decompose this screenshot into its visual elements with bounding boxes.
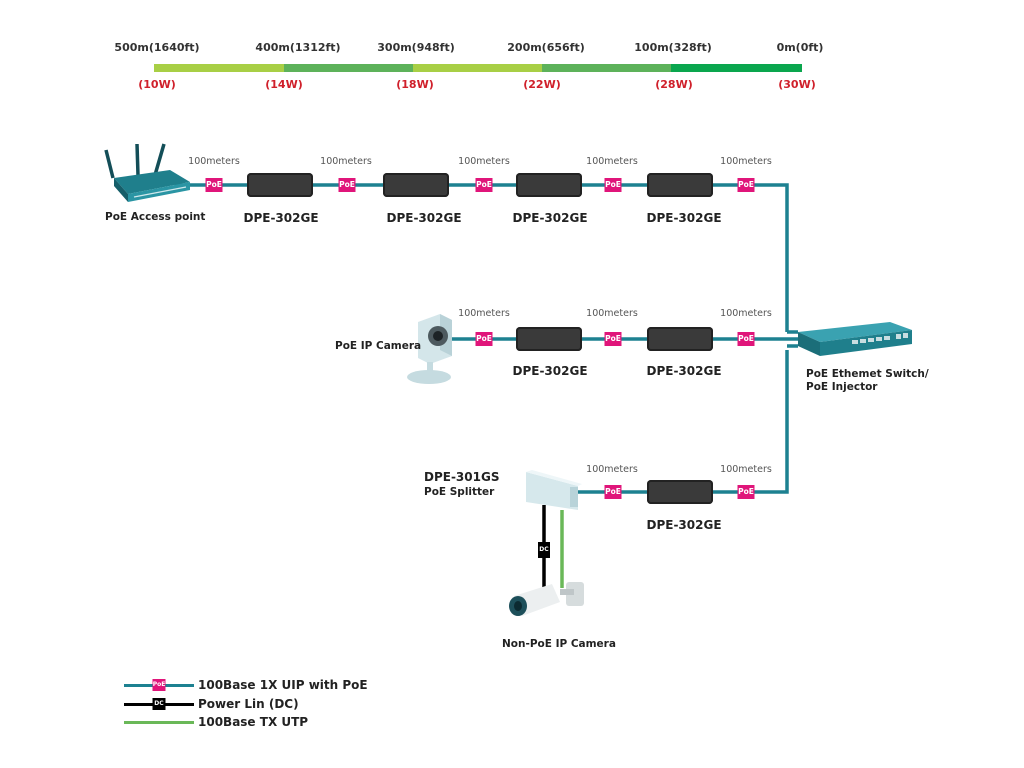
legend-label: Power Lin (DC)	[198, 697, 299, 711]
scale-power-label: (10W)	[138, 78, 176, 91]
scale-power-label: (28W)	[655, 78, 693, 91]
extender-icon	[516, 173, 582, 197]
switch-label-line1: PoE Ethemet Switch/	[806, 368, 929, 380]
scale-distance-label: 200m(656ft)	[507, 41, 585, 54]
scale-segment	[542, 64, 671, 72]
ip-camera-icon	[407, 314, 452, 384]
legend-label: 100Base 1X UIP with PoE	[198, 678, 368, 692]
extender-label: DPE-302GE	[512, 364, 588, 378]
switch-label-line2: PoE Injector	[806, 381, 878, 393]
extender-label: DPE-302GE	[646, 364, 722, 378]
distance-label: 100meters	[188, 156, 240, 167]
distance-label: 100meters	[458, 308, 510, 319]
extender-icon	[647, 327, 713, 351]
poe-cable-row1	[175, 183, 789, 332]
extender-label: DPE-302GE	[646, 518, 722, 532]
extender-icon	[647, 480, 713, 504]
ip-camera-label: PoE IP Camera	[335, 340, 422, 352]
distance-label: 100meters	[458, 156, 510, 167]
extender-label: DPE-302GE	[243, 211, 319, 225]
poe-switch-icon	[798, 322, 912, 356]
extender-icon	[516, 327, 582, 351]
poe-badge: PoE	[475, 332, 493, 346]
extender-icon	[647, 173, 713, 197]
extender-label: DPE-302GE	[386, 211, 462, 225]
access-point-label: PoE Access point	[105, 211, 206, 223]
legend-dc-badge: DC	[152, 698, 166, 710]
scale-segment	[154, 64, 284, 72]
poe-badge: PoE	[604, 332, 622, 346]
scale-segment	[284, 64, 413, 72]
poe-badge: PoE	[604, 485, 622, 499]
scale-distance-label: 100m(328ft)	[634, 41, 712, 54]
access-point-icon	[104, 143, 190, 202]
bullet-camera-icon	[509, 582, 584, 616]
distance-label: 100meters	[586, 156, 638, 167]
extender-label: DPE-302GE	[512, 211, 588, 225]
distance-label: 100meters	[720, 156, 772, 167]
legend-poe-badge: PoE	[152, 679, 166, 691]
extender-icon	[247, 173, 313, 197]
poe-badge: PoE	[338, 178, 356, 192]
scale-segment	[413, 64, 542, 72]
splitter-name-label: PoE Splitter	[424, 486, 495, 498]
poe-badge: PoE	[475, 178, 493, 192]
poe-badge: PoE	[737, 485, 755, 499]
distance-label: 100meters	[586, 464, 638, 475]
legend-utp-line	[124, 721, 194, 724]
splitter-model-label: DPE-301GS	[424, 470, 500, 484]
scale-power-label: (18W)	[396, 78, 434, 91]
scale-power-label: (30W)	[778, 78, 816, 91]
extender-icon	[383, 173, 449, 197]
dc-badge: DC	[538, 542, 550, 558]
scale-power-label: (22W)	[523, 78, 561, 91]
distance-label: 100meters	[320, 156, 372, 167]
scale-distance-label: 0m(0ft)	[776, 41, 824, 54]
poe-badge: PoE	[205, 178, 223, 192]
poe-badge: PoE	[737, 332, 755, 346]
scale-segment	[671, 64, 802, 72]
poe-badge: PoE	[604, 178, 622, 192]
extender-label: DPE-302GE	[646, 211, 722, 225]
scale-power-label: (14W)	[265, 78, 303, 91]
scale-distance-label: 300m(948ft)	[377, 41, 455, 54]
distance-label: 100meters	[720, 308, 772, 319]
legend-label: 100Base TX UTP	[198, 715, 309, 729]
distance-label: 100meters	[586, 308, 638, 319]
non-poe-camera-label: Non-PoE IP Camera	[502, 638, 616, 650]
poe-splitter-icon	[526, 470, 582, 510]
scale-distance-label: 500m(1640ft)	[114, 41, 200, 54]
distance-label: 100meters	[720, 464, 772, 475]
poe-badge: PoE	[737, 178, 755, 192]
scale-distance-label: 400m(1312ft)	[255, 41, 341, 54]
